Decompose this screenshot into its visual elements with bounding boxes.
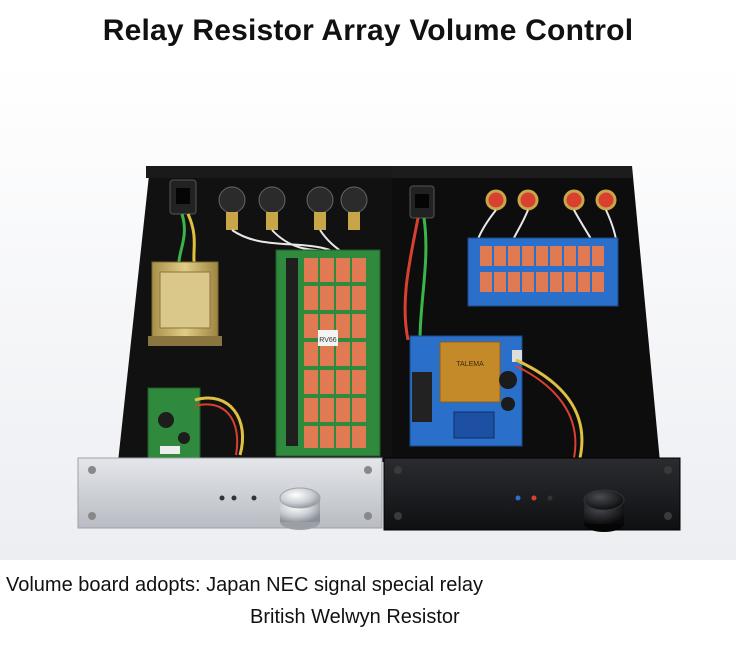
caption-resistor: British Welwyn Resistor xyxy=(250,606,460,628)
right-volume-knob xyxy=(583,489,625,511)
left-volume-knob xyxy=(279,487,321,509)
page-title: Relay Resistor Array Volume Control xyxy=(102,14,634,47)
right-led-red xyxy=(531,495,537,501)
right-relay-array xyxy=(480,246,604,292)
left-led xyxy=(251,495,257,501)
right-relay-board xyxy=(467,237,619,307)
left-led xyxy=(219,495,225,501)
left-front-panel xyxy=(77,457,383,529)
left-led xyxy=(231,495,237,501)
right-chassis: TALEMA xyxy=(383,166,681,532)
right-led xyxy=(547,495,553,501)
right-front-panel xyxy=(383,457,681,531)
left-xlr-connectors xyxy=(218,186,368,230)
left-board-tag: RV66 xyxy=(319,337,336,344)
left-transformer xyxy=(148,261,222,346)
left-psu-board xyxy=(147,387,201,459)
left-relay-board: RV66 xyxy=(275,249,381,457)
right-transformer-label: TALEMA xyxy=(456,361,484,368)
right-led-blue xyxy=(515,495,521,501)
caption-relay: Volume board adopts: Japan NEC signal sp… xyxy=(6,574,483,596)
left-chassis: RV66 xyxy=(77,166,392,530)
right-transformer xyxy=(439,341,501,403)
left-relay-array xyxy=(304,258,366,448)
right-psu-board: TALEMA xyxy=(409,335,523,447)
right-rca-jacks xyxy=(485,189,617,211)
